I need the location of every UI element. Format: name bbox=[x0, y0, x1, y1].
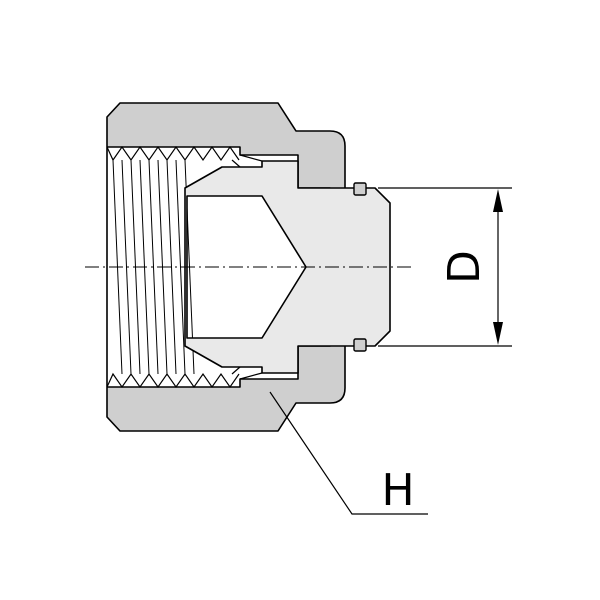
thread-helix bbox=[112, 159, 195, 375]
thread-bottom bbox=[106, 372, 240, 389]
seal-top bbox=[353, 182, 367, 196]
dimension-d bbox=[378, 187, 512, 347]
seal-bottom bbox=[353, 338, 367, 352]
leader-h bbox=[269, 391, 428, 515]
part-h-label: H bbox=[381, 465, 414, 516]
insert-edges bbox=[231, 154, 263, 380]
plug-insert bbox=[184, 160, 391, 374]
arrow-down bbox=[493, 322, 503, 345]
thread-top bbox=[106, 145, 240, 162]
arrow-up bbox=[493, 189, 503, 212]
dimension-d-label: D bbox=[439, 250, 490, 284]
